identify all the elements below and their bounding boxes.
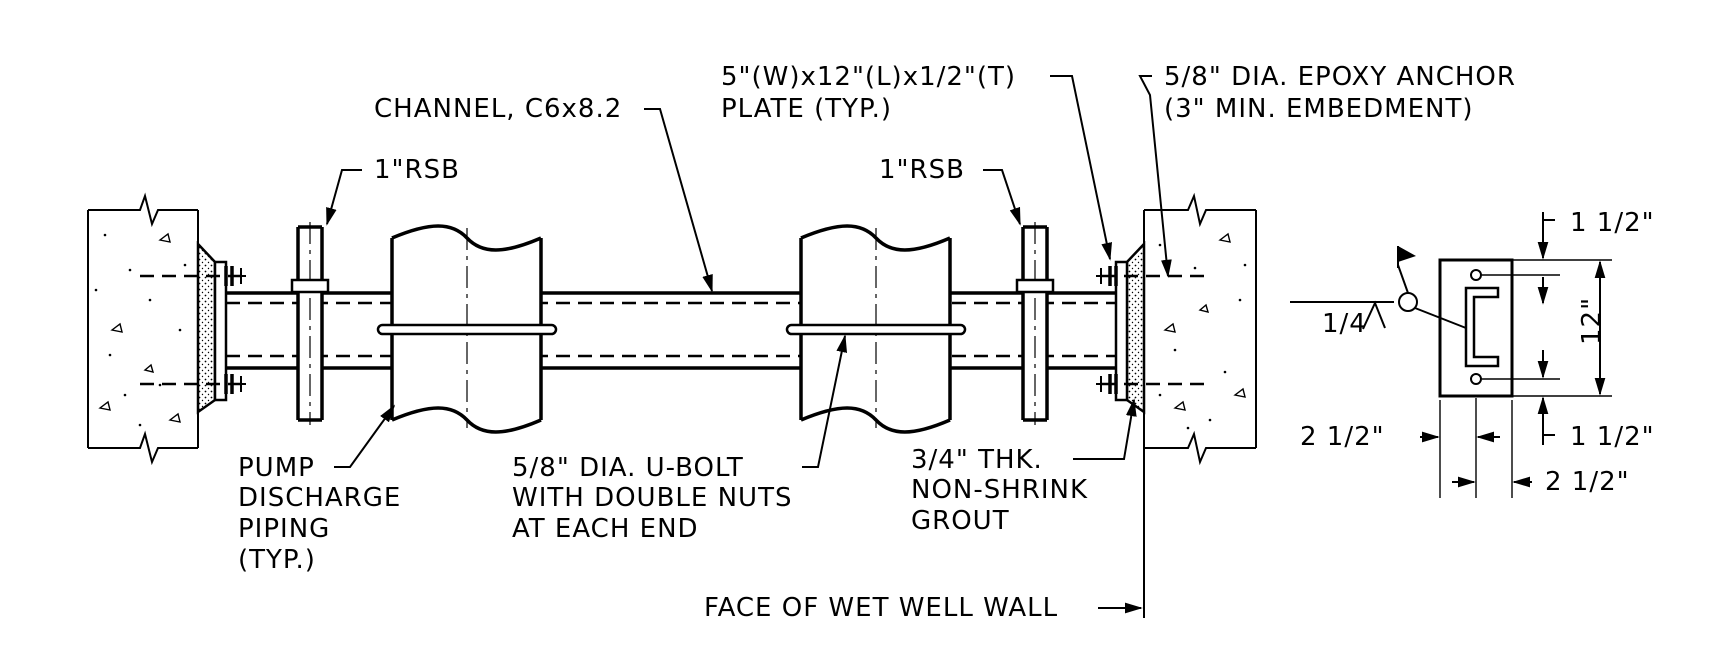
label-channel: CHANNEL, C6x8.2 <box>374 94 622 124</box>
dim-bottom-label: 1 1/2" <box>1570 422 1655 452</box>
rsb-left-label: 1"RSB <box>374 155 460 185</box>
right-plate <box>1114 260 1129 402</box>
wall-face-label: FACE OF WET WELL WALL <box>704 593 1058 623</box>
rsb-right-label: 1"RSB <box>879 155 965 185</box>
label-grout: 3/4" THK. NON-SHRINK GROUT <box>911 445 1088 536</box>
dim-left-label: 2 1/2" <box>1300 422 1385 452</box>
right-wall <box>1143 192 1257 466</box>
pump-label-line4: (TYP.) <box>238 545 316 575</box>
right-anchors <box>1096 266 1205 394</box>
leaders <box>326 75 1172 614</box>
anchor-label-line1: 5/8" DIA. EPOXY ANCHOR <box>1164 62 1516 92</box>
plate-detail: 1/4 1 1/2" 1 1/2" 12" 2 1/2" 2 1/2" <box>1290 208 1655 498</box>
ubolt-label-line1: 5/8" DIA. U-BOLT <box>512 453 744 483</box>
dim-top-label: 1 1/2" <box>1570 208 1655 238</box>
pump-label-line1: PUMP <box>238 453 315 483</box>
left-wall <box>87 192 199 466</box>
anchor-label-line2: (3" MIN. EMBEDMENT) <box>1164 94 1473 124</box>
channel-beam <box>226 291 1116 370</box>
pump-label-line3: PIPING <box>238 514 330 544</box>
grout-label-line3: GROUT <box>911 506 1010 536</box>
right-grout <box>1125 240 1146 415</box>
label-pump: PUMP DISCHARGE PIPING (TYP.) <box>238 453 401 575</box>
left-anchors <box>140 266 246 394</box>
label-ubolt: 5/8" DIA. U-BOLT WITH DOUBLE NUTS AT EAC… <box>512 453 792 544</box>
left-u-bolt <box>376 323 558 336</box>
dim-right-label: 2 1/2" <box>1545 467 1630 497</box>
grout-label-line1: 3/4" THK. <box>911 445 1043 475</box>
left-rsb-bar <box>290 222 330 425</box>
weld-label: 1/4 <box>1322 309 1367 339</box>
right-rsb-bar <box>1015 222 1055 425</box>
plate-label-line2: PLATE (TYP.) <box>721 94 892 124</box>
grout-label-line2: NON-SHRINK <box>911 475 1088 505</box>
ubolt-label-line3: AT EACH END <box>512 514 699 544</box>
plate-label-line1: 5"(W)x12"(L)x1/2"(T) <box>721 62 1016 92</box>
left-grout <box>196 240 217 415</box>
label-plate: 5"(W)x12"(L)x1/2"(T) PLATE (TYP.) <box>721 62 1016 124</box>
left-plate <box>213 260 228 402</box>
pump-label-line2: DISCHARGE <box>238 483 401 513</box>
dim-height-label: 12" <box>1577 297 1607 345</box>
right-u-bolt <box>785 323 967 336</box>
channel-label: CHANNEL, C6x8.2 <box>374 94 622 124</box>
label-anchor: 5/8" DIA. EPOXY ANCHOR (3" MIN. EMBEDMEN… <box>1164 62 1516 124</box>
ubolt-label-line2: WITH DOUBLE NUTS <box>512 483 792 513</box>
